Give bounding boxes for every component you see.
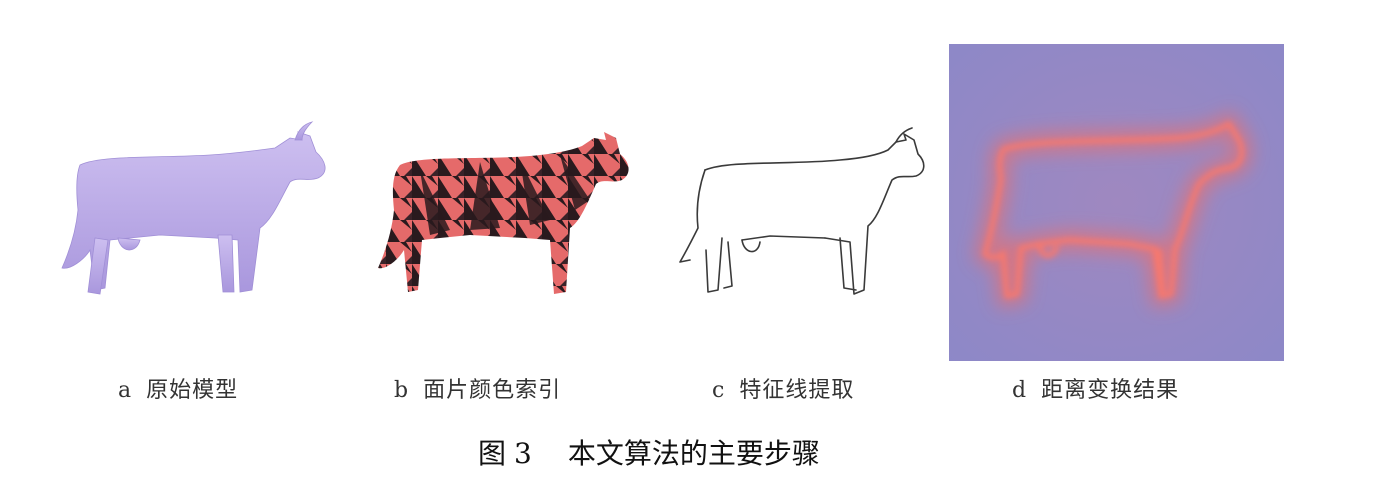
sublabel-a-text: 原始模型	[146, 378, 239, 403]
sublabel-c-letter: c	[712, 378, 726, 403]
sublabel-d: d 距离变换结果	[1012, 372, 1179, 404]
sublabel-d-text: 距离变换结果	[1041, 378, 1180, 403]
sublabel-c: c 特征线提取	[712, 372, 854, 404]
sublabel-c-text: 特征线提取	[739, 378, 855, 403]
distance-transform-image	[949, 44, 1284, 361]
cow-model-image	[61, 121, 326, 295]
cow-facet-image	[378, 132, 629, 294]
sublabel-a-letter: a	[118, 378, 133, 403]
sublabel-b-letter: b	[394, 378, 410, 403]
panel-distance-transform	[949, 44, 1284, 361]
figure-number-value: 3	[514, 437, 532, 470]
figure-label: 图	[478, 437, 507, 470]
cow-sketch-image	[679, 127, 925, 295]
sublabel-b-text: 面片颜色索引	[423, 378, 562, 403]
panel-feature-lines	[660, 110, 940, 320]
panel-original-model	[40, 110, 340, 320]
sublabel-b: b 面片颜色索引	[394, 372, 561, 404]
figure-title: 本文算法的主要步骤	[567, 437, 820, 470]
sublabel-a: a 原始模型	[118, 372, 238, 404]
sublabel-d-letter: d	[1012, 378, 1028, 403]
panel-facet-color-index	[360, 110, 640, 320]
